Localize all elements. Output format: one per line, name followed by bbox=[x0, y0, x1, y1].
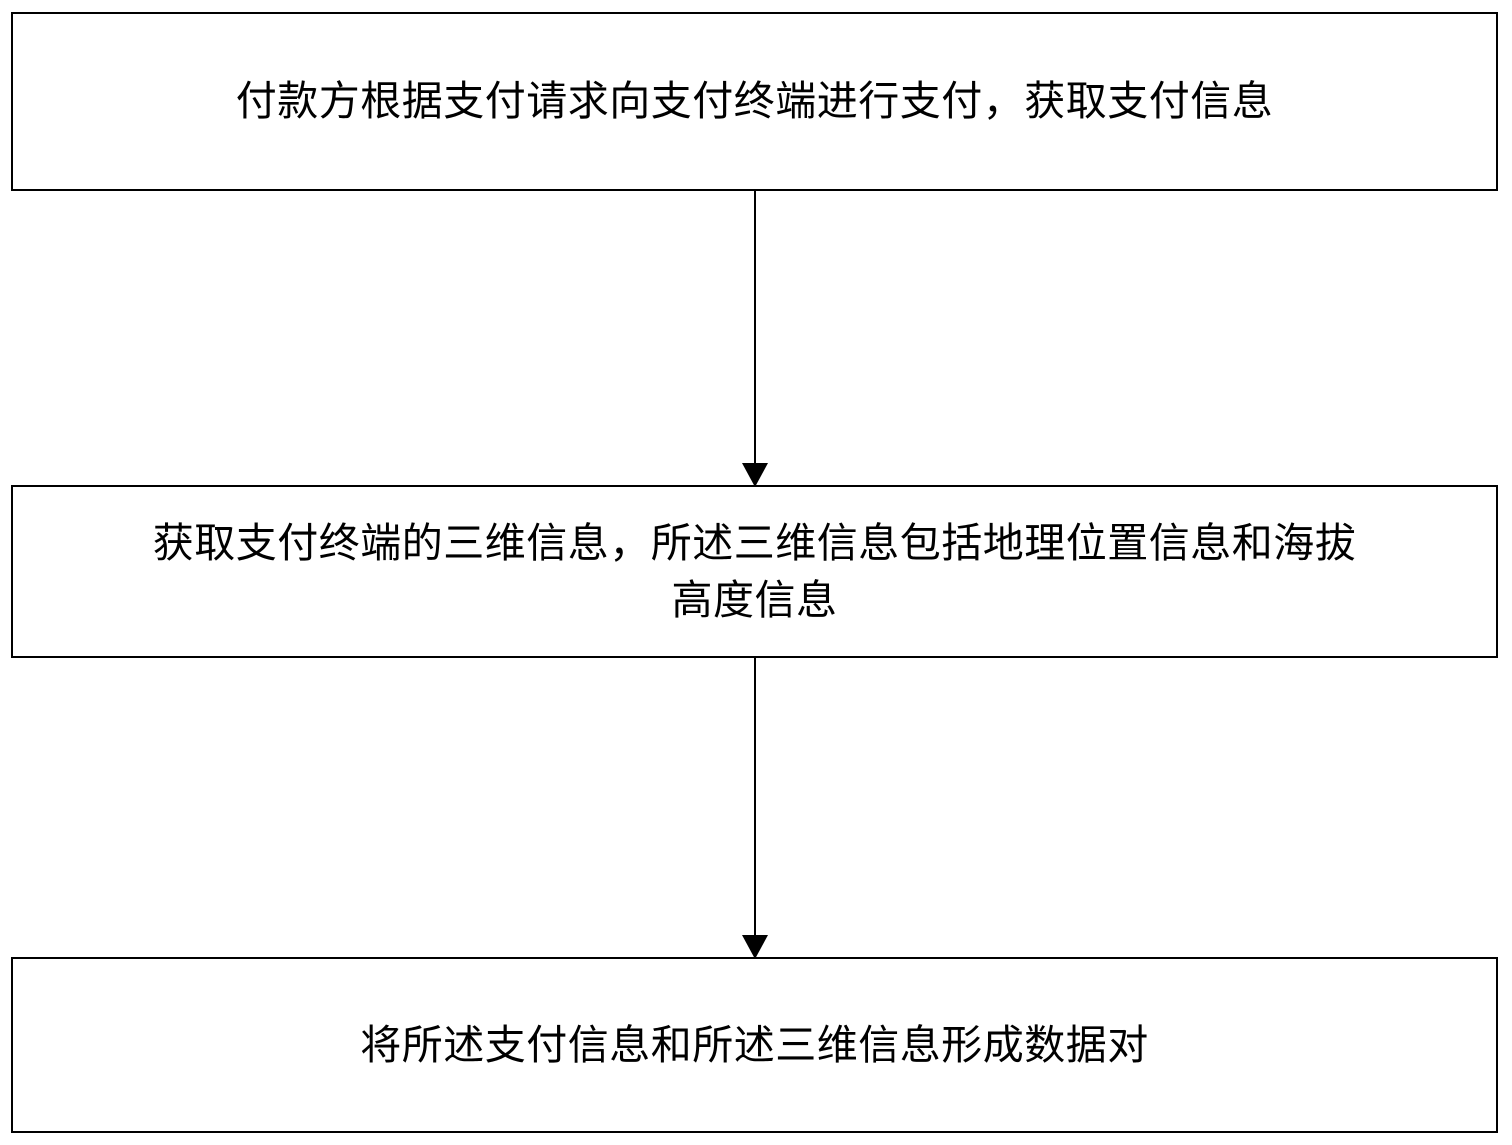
arrowhead-down-icon bbox=[742, 935, 768, 959]
connector-line bbox=[754, 191, 756, 463]
flowchart-node-2[interactable]: 获取支付终端的三维信息，所述三维信息包括地理位置信息和海拔 高度信息 bbox=[11, 485, 1498, 658]
flowchart-node-3[interactable]: 将所述支付信息和所述三维信息形成数据对 bbox=[11, 957, 1498, 1133]
flowchart-node-3-label: 将所述支付信息和所述三维信息形成数据对 bbox=[360, 1020, 1149, 1069]
connector-line bbox=[754, 658, 756, 935]
arrowhead-down-icon bbox=[742, 463, 768, 487]
flowchart-node-1[interactable]: 付款方根据支付请求向支付终端进行支付，获取支付信息 bbox=[11, 12, 1498, 191]
flowchart-node-1-label: 付款方根据支付请求向支付终端进行支付，获取支付信息 bbox=[235, 77, 1274, 126]
flowchart-node-2-label: 获取支付终端的三维信息，所述三维信息包括地理位置信息和海拔 高度信息 bbox=[152, 518, 1357, 624]
